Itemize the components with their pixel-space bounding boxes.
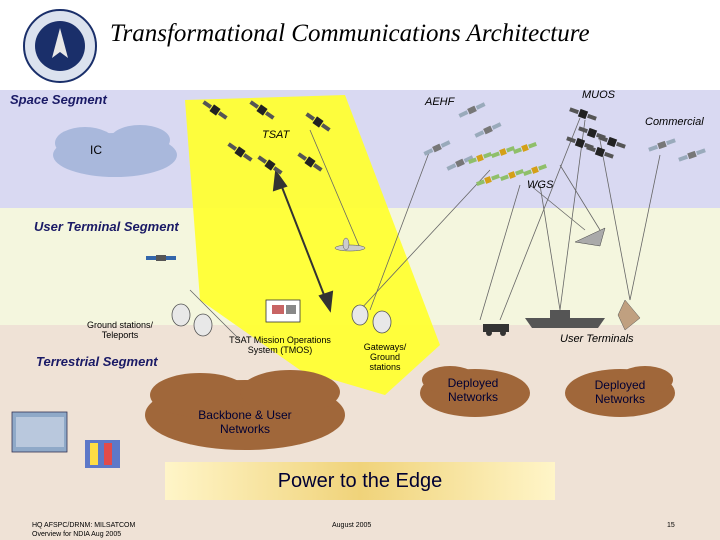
- space-segment-label: Space Segment: [10, 92, 107, 107]
- commercial-satellites: [648, 137, 706, 162]
- gateways-label: Gateways/ Ground stations: [355, 342, 415, 372]
- ic-cloud: [53, 125, 177, 177]
- backbone-networks-label: Backbone & User Networks: [190, 408, 300, 436]
- wgs-label: WGS: [527, 179, 553, 191]
- deployed-networks-label-1: Deployed Networks: [438, 376, 508, 404]
- user-terminal-segment-label: User Terminal Segment: [34, 219, 179, 234]
- submarine-terminal: [618, 300, 640, 330]
- terrestrial-segment-label: Terrestrial Segment: [36, 354, 158, 369]
- deployed-networks-label-2: Deployed Networks: [585, 378, 655, 406]
- ground-station-dish: [172, 304, 212, 336]
- bomber-aircraft: [575, 228, 605, 246]
- footer-org-line1: HQ AFSPC/DRNM: MILSATCOM: [32, 521, 135, 530]
- muos-label: MUOS: [582, 89, 615, 101]
- footer-date: August 2005: [332, 521, 371, 530]
- afspc-logo: [24, 10, 96, 82]
- aehf-satellites: [423, 101, 502, 171]
- commercial-label: Commercial: [645, 116, 704, 128]
- muos-satellites: [565, 105, 626, 160]
- tmos-label: TSAT Mission Operations System (TMOS): [215, 335, 345, 355]
- footer-page-number: 15: [667, 521, 675, 530]
- tsat-label: TSAT: [262, 129, 289, 141]
- power-to-edge-text: Power to the Edge: [165, 470, 555, 493]
- ship: [525, 310, 605, 328]
- vehicle: [483, 324, 509, 336]
- spacecraft-platform: [146, 255, 176, 261]
- hq-building: [12, 412, 67, 452]
- page-title: Transformational Communications Architec…: [110, 20, 710, 48]
- user-terminals-label: User Terminals: [560, 333, 634, 345]
- aehf-label: AEHF: [425, 96, 454, 108]
- ground-stations-label: Ground stations/ Teleports: [75, 320, 165, 340]
- footer-org-line2: Overview for NDIA Aug 2005: [32, 530, 121, 539]
- tmos-workstation: [266, 300, 300, 322]
- office-building: [85, 440, 120, 468]
- ic-label: IC: [90, 143, 102, 157]
